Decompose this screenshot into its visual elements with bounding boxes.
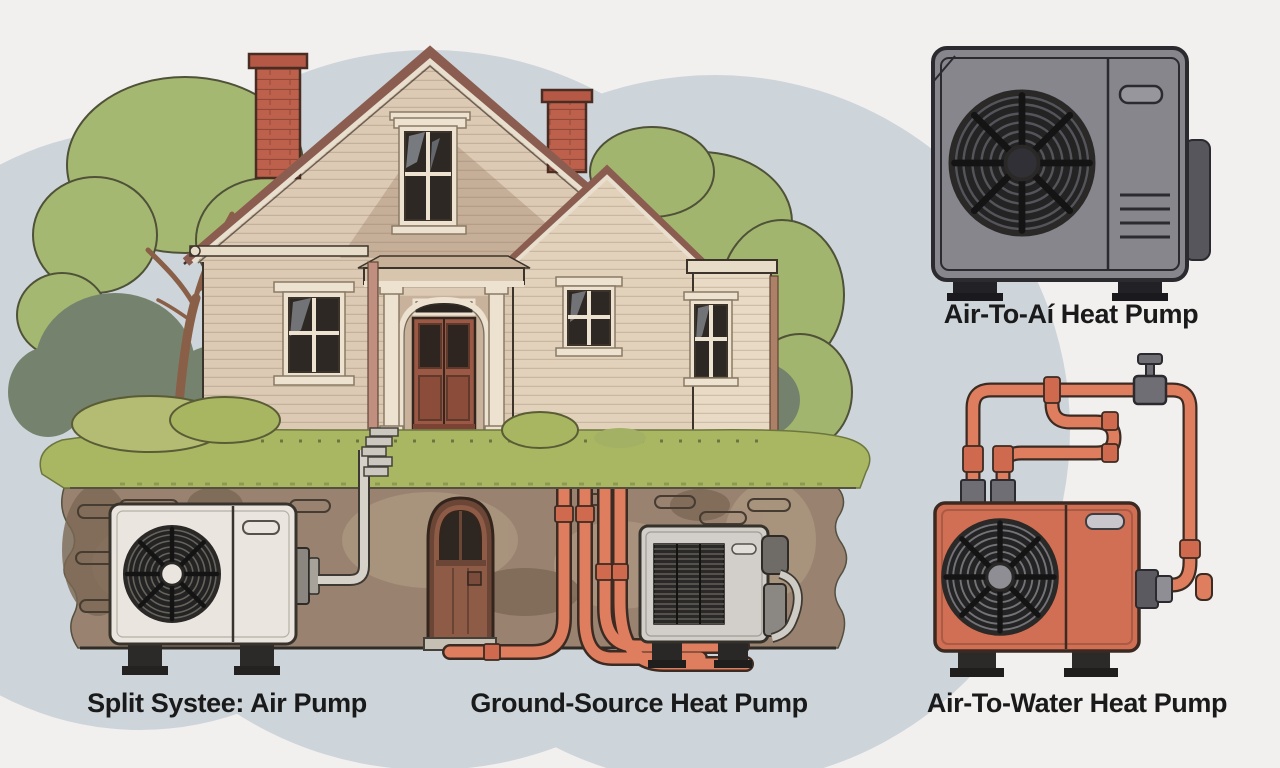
extension-window [683,291,739,387]
a2a-badge [1118,84,1164,105]
a2w-valve [1132,353,1168,406]
gshp-hose [771,570,802,642]
chimney-left [247,52,309,180]
bushes [71,395,646,453]
porch-steps [361,427,399,477]
split-unit-badge [242,520,280,535]
gshp-feet [648,642,752,668]
a2a-vents [1120,193,1170,239]
label-air-to-air: Air-To-Aí Heat Pump [943,299,1199,329]
lawn [39,395,871,489]
ground-source-unit [638,524,803,668]
air-to-air-unit [931,46,1211,301]
attic-window [389,111,471,235]
a2w-fan [944,521,1057,634]
a2a-fan [952,93,1093,234]
gshp-grille [653,543,725,625]
downspout [367,261,379,441]
a2w-feet [950,651,1118,677]
split-unit-feet [122,644,280,675]
wing-window [555,276,623,357]
house-service-pipe [318,450,370,586]
label-split-system: Split Systee: Air Pump [87,688,367,718]
a2a-feet [947,280,1168,301]
split-system-unit [108,502,320,675]
split-unit-fan [125,527,219,621]
label-air-to-water: Air-To-Water Heat Pump [926,688,1228,718]
front-door [411,316,477,430]
a2w-port [1135,569,1213,609]
a2w-couplings [962,376,1201,559]
pipe-couplings [483,505,629,661]
porch-arch [398,296,490,436]
porch [357,255,531,441]
cellar-door [423,496,497,651]
label-ground-source: Ground-Source Heat Pump [470,688,808,718]
air-to-water-unit [933,353,1213,677]
gshp-badge [731,543,757,555]
left-window [273,281,355,386]
extension [683,259,779,443]
a2w-badge [1085,513,1125,530]
